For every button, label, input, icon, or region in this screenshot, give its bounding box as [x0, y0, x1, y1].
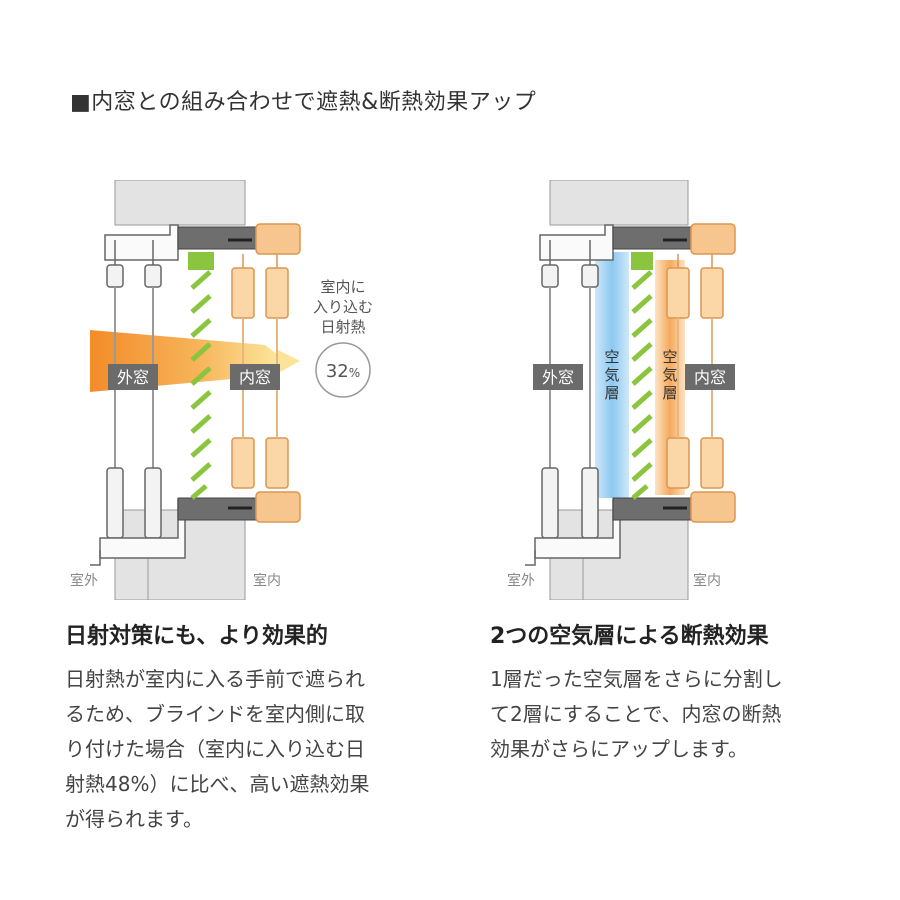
blind-headrail [631, 252, 653, 270]
inner-frame-bottom [690, 491, 736, 523]
inner-sash-top-1 [231, 267, 255, 319]
diagram-double-air-layer: 外窓 内窓 空 気 層 空 気 層 室外 室内 [485, 180, 875, 600]
inner-frame-bottom [255, 491, 301, 523]
outer-sash-bottom-1 [106, 467, 124, 539]
label-outer-window: 外窓 [117, 368, 149, 387]
air-layer-1-char-3: 層 [604, 384, 619, 402]
inner-frame-dark-top [612, 226, 692, 250]
wall-upper [114, 180, 246, 226]
outer-sash-top-1 [106, 264, 124, 288]
left-body-line-2: るため、ブラインドを室内側に取 [65, 702, 365, 726]
air-layer-blue [595, 252, 629, 498]
inner-sash-bottom-1 [231, 437, 255, 489]
right-body: 1層だった空気層をさらに分割し て2層にすることで、内窓の断熱 効果がさらにアッ… [490, 662, 783, 767]
air-layer-2-char-2: 気 [662, 366, 677, 384]
blind-slats [631, 270, 653, 500]
label-outer-window: 外窓 [542, 368, 574, 387]
inner-sash-top-2 [265, 267, 289, 319]
outer-sash-bottom-2 [581, 467, 599, 539]
inner-frame-top [690, 223, 736, 255]
outer-sash-bottom-1 [541, 467, 559, 539]
outer-sash-top-2 [581, 264, 599, 288]
right-title: 2つの空気層による断熱効果 [490, 624, 769, 649]
inner-frame-dark-top [177, 226, 257, 250]
inner-sash-top-1 [666, 267, 690, 319]
left-body: 日射熱が室内に入る手前で遮られ るため、ブラインドを室内側に取 り付けた場合（室… [65, 662, 369, 837]
left-body-line-5: が得られます。 [65, 807, 203, 831]
label-inside: 室内 [693, 572, 721, 589]
label-inner-window: 内窓 [239, 368, 271, 387]
callout-line-1: 室内に [320, 278, 365, 296]
outer-frame-top [539, 224, 614, 261]
blind-headrail [188, 252, 214, 270]
air-layer-2-char-3: 層 [662, 384, 677, 402]
blind-slats [190, 270, 212, 500]
air-layer-1-char-1: 空 [604, 348, 619, 366]
solar-shading-illustration: 外窓 内窓 室外 室内 室内に 入り込む 日射熱 32% [70, 180, 373, 600]
air-layer-1-char-2: 気 [604, 366, 619, 384]
inner-frame-top [255, 223, 301, 255]
percent-unit: % [349, 366, 360, 380]
left-body-line-3: り付けた場合（室内に入り込む日 [65, 737, 365, 761]
diagram-solar-shading: 外窓 内窓 室外 室内 室内に 入り込む 日射熱 32% [60, 180, 450, 600]
inner-sash-bottom-2 [700, 437, 724, 489]
outer-frame-top [104, 224, 179, 261]
inner-sash-bottom-2 [265, 437, 289, 489]
left-body-line-4: 射熱48%）に比べ、高い遮熱効果 [65, 772, 370, 796]
percent-text: 32% [326, 361, 360, 382]
outer-sash-top-2 [144, 264, 162, 288]
right-body-line-2: て2層にすることで、内窓の断熱 [490, 702, 782, 726]
label-outside: 室外 [507, 572, 535, 589]
air-layer-2-char-1: 空 [662, 348, 677, 366]
percent-circle [315, 342, 371, 398]
left-body-line-1: 日射熱が室内に入る手前で遮られ [65, 667, 365, 691]
callout-line-2: 入り込む [313, 298, 373, 316]
label-outside: 室外 [70, 572, 98, 589]
right-body-line-1: 1層だった空気層をさらに分割し [490, 667, 783, 691]
outer-sash-bottom-2 [144, 467, 162, 539]
outer-sash-top-1 [541, 264, 559, 288]
inner-sash-bottom-1 [666, 437, 690, 489]
percent-value: 32 [326, 361, 349, 382]
page-heading: ■内窓との組み合わせで遮熱&断熱効果アップ [70, 90, 537, 115]
wall-upper [549, 180, 689, 226]
left-title: 日射対策にも、より効果的 [65, 624, 328, 649]
callout-line-3: 日射熱 [320, 318, 365, 336]
label-inside: 室内 [253, 572, 281, 589]
label-inner-window: 内窓 [694, 368, 726, 387]
inner-sash-top-2 [700, 267, 724, 319]
air-layer-illustration: 外窓 内窓 空 気 層 空 気 層 室外 室内 [507, 180, 736, 600]
right-body-line-3: 効果がさらにアップします。 [490, 737, 748, 761]
heat-arrow-head [278, 350, 300, 373]
